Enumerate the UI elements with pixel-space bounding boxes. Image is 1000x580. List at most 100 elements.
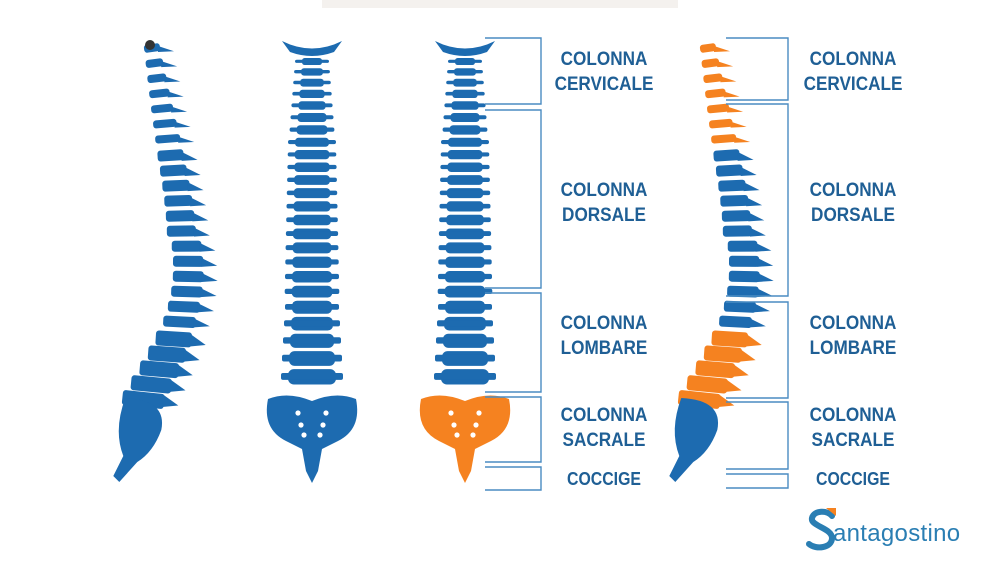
- vertebra-side: [139, 360, 180, 379]
- vertebra-side: [147, 345, 186, 363]
- vertebra-process: [287, 152, 337, 157]
- vertebra-side: [705, 88, 726, 99]
- region-bracket: [726, 473, 789, 489]
- vertebra-process: [284, 320, 340, 327]
- sacral-foramen: [317, 432, 323, 438]
- vertebra-side: [703, 73, 723, 84]
- vertebra-process: [288, 140, 336, 145]
- spinous-process: [192, 212, 209, 222]
- vertebra-process: [292, 91, 332, 96]
- vertebra-side: [163, 315, 196, 329]
- vertebra-process: [435, 354, 495, 362]
- vertebra-process: [438, 273, 492, 280]
- vertebra-side: [149, 88, 170, 99]
- vertebra-side: [721, 210, 751, 222]
- spinous-process: [174, 121, 191, 128]
- vertebra-side: [162, 179, 190, 192]
- vertebra-process: [440, 152, 490, 157]
- spinous-process: [739, 348, 756, 362]
- spinous-process: [181, 151, 198, 161]
- vertebra-process: [293, 80, 331, 85]
- sacral-foramen: [323, 410, 329, 416]
- vertebra-process: [441, 140, 489, 145]
- vertebra-process: [437, 288, 493, 294]
- vertebra-process: [284, 288, 340, 294]
- vertebra-process: [438, 303, 492, 310]
- spinous-process: [755, 242, 772, 252]
- spinous-process: [717, 61, 734, 68]
- vertebra-process: [446, 80, 484, 85]
- vertebra-process: [287, 177, 337, 182]
- spinous-process: [171, 106, 188, 113]
- spinous-process: [720, 76, 737, 83]
- sacrum: [419, 395, 511, 483]
- spinous-process: [190, 197, 207, 207]
- vertebra-side: [719, 315, 752, 329]
- vertebra-side: [159, 164, 187, 177]
- vertebra-side: [172, 270, 204, 283]
- region-bracket: [726, 37, 789, 101]
- vertebra-side: [707, 103, 730, 114]
- vertebra-process: [290, 115, 334, 120]
- vertebra-process: [437, 320, 493, 327]
- sacral-foramen: [295, 410, 301, 416]
- vertebra-side: [164, 194, 193, 207]
- vertebra-process: [442, 127, 488, 132]
- vertebra-side: [171, 285, 203, 298]
- s-logo-icon: [806, 508, 836, 551]
- vertebra-process: [289, 127, 335, 132]
- spinous-process: [164, 76, 181, 83]
- atlas-vertebra: [435, 41, 495, 56]
- spinous-process: [200, 288, 217, 298]
- vertebra-process: [282, 354, 342, 362]
- sacral-foramen: [470, 432, 476, 438]
- vertebra-side: [703, 345, 742, 363]
- sacral-foramen: [473, 422, 479, 428]
- spinous-process: [199, 242, 216, 252]
- label-coccige-2: COCCIGE: [816, 469, 890, 489]
- vertebra-process: [438, 245, 492, 251]
- vertebra-side: [701, 58, 720, 68]
- spinous-process: [167, 91, 184, 98]
- vertebra-side: [715, 164, 743, 177]
- vertebra-side: [728, 270, 760, 283]
- spinous-process: [723, 91, 740, 98]
- spine-side-view-blue: [113, 40, 218, 482]
- vertebra-side: [711, 330, 748, 348]
- region-bracket: [485, 466, 542, 491]
- spinous-process: [158, 46, 174, 52]
- vertebra-side: [711, 134, 737, 144]
- spinous-process: [187, 182, 204, 192]
- sacral-foramen: [298, 422, 304, 428]
- spinous-process: [201, 272, 218, 282]
- spinous-process: [749, 227, 766, 237]
- vertebra-side: [713, 149, 740, 162]
- vertebra-side: [155, 134, 181, 144]
- spinous-process: [176, 363, 193, 377]
- vertebra-process: [444, 103, 486, 108]
- vertebra-side: [709, 118, 733, 129]
- vertebra-process: [285, 259, 339, 265]
- vertebra-process: [294, 70, 330, 74]
- spinous-process: [714, 46, 730, 52]
- vertebra-process: [285, 245, 339, 251]
- vertebra-side: [728, 255, 760, 267]
- spinous-process: [757, 272, 774, 282]
- vertebra-side: [171, 240, 202, 252]
- vertebra-side: [727, 240, 758, 252]
- spine-front-view-sacrum-highlighted: [419, 41, 511, 483]
- vertebra-process: [285, 231, 339, 236]
- spinous-process: [201, 257, 218, 267]
- spinous-process: [727, 106, 744, 113]
- region-brackets: [485, 37, 789, 491]
- vertebra-side: [166, 225, 196, 237]
- region-bracket: [726, 401, 789, 470]
- spinous-process: [737, 151, 754, 161]
